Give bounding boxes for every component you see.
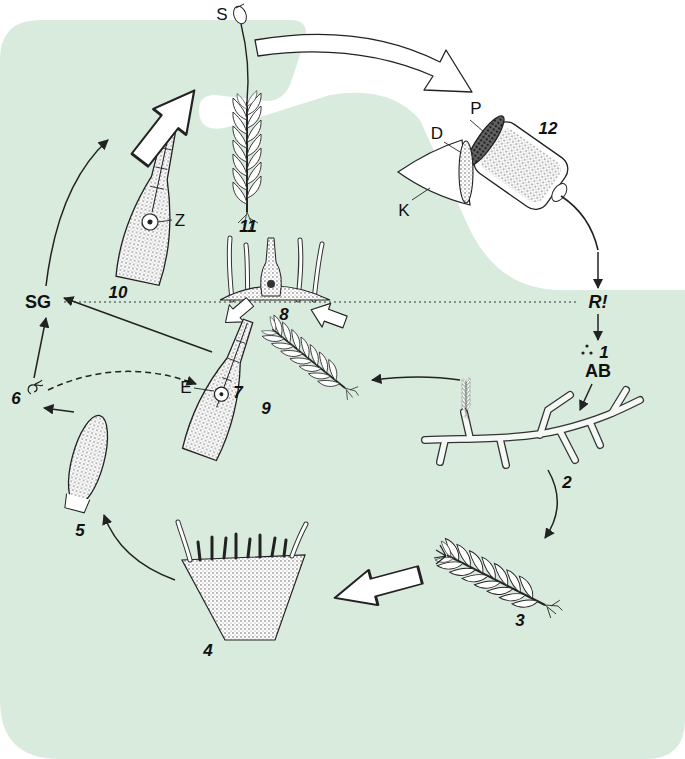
- antheridium: [59, 411, 115, 514]
- part-letter: P: [470, 100, 481, 117]
- stage-marker: SG: [25, 293, 51, 311]
- part-letter: S: [216, 6, 227, 23]
- flow-arrow: [34, 318, 46, 378]
- leader-line: [158, 220, 172, 222]
- stage-number: 7: [233, 384, 242, 401]
- stage-number: 5: [75, 522, 84, 539]
- divider-line: [64, 301, 576, 302]
- stage-number: 1: [599, 344, 608, 361]
- female-plant: [257, 314, 364, 407]
- sporophyte-plant: [231, 4, 261, 230]
- hollow-arrow: [307, 298, 349, 334]
- flow-arrow: [44, 408, 74, 412]
- sperm-cell: [28, 380, 43, 394]
- hollow-arrow: [123, 78, 210, 173]
- flow-arrow: [46, 140, 108, 286]
- part-letter: Z: [175, 212, 185, 229]
- hollow-arrow: [330, 557, 424, 615]
- stage-number: 12: [539, 120, 558, 137]
- stage-marker: R!: [589, 293, 608, 311]
- stage-number: 10: [109, 284, 128, 301]
- flow-arrow: [580, 384, 592, 410]
- archegonium: [181, 314, 266, 461]
- stage-number: 2: [562, 474, 571, 491]
- background-region: [0, 20, 685, 759]
- flow-arrow: [597, 252, 599, 288]
- male-plant: [430, 537, 567, 625]
- part-letter: K: [398, 202, 409, 219]
- stage-number: 6: [11, 390, 20, 407]
- flow-arrow: [64, 298, 212, 352]
- part-letter: D: [431, 125, 443, 142]
- archegonial-head: [220, 238, 330, 300]
- capsule: [398, 112, 598, 250]
- flow-arrow: [372, 377, 460, 380]
- dashed-arrow: [48, 371, 196, 390]
- leader-line: [194, 388, 214, 391]
- flow-arrow: [545, 470, 557, 538]
- spore-symbol: [581, 344, 592, 354]
- hollow-arrow: [255, 34, 472, 92]
- protonema: [425, 378, 640, 465]
- flow-arrow: [597, 314, 599, 340]
- stage-number: 9: [261, 400, 270, 417]
- stage-marker: AB: [585, 362, 611, 380]
- part-letter: E: [180, 379, 191, 396]
- stage-number: 11: [239, 218, 257, 235]
- stage-number: 8: [279, 306, 288, 323]
- stage-number: 4: [203, 642, 212, 659]
- stage-number: 3: [515, 612, 524, 629]
- flow-arrow: [104, 515, 175, 580]
